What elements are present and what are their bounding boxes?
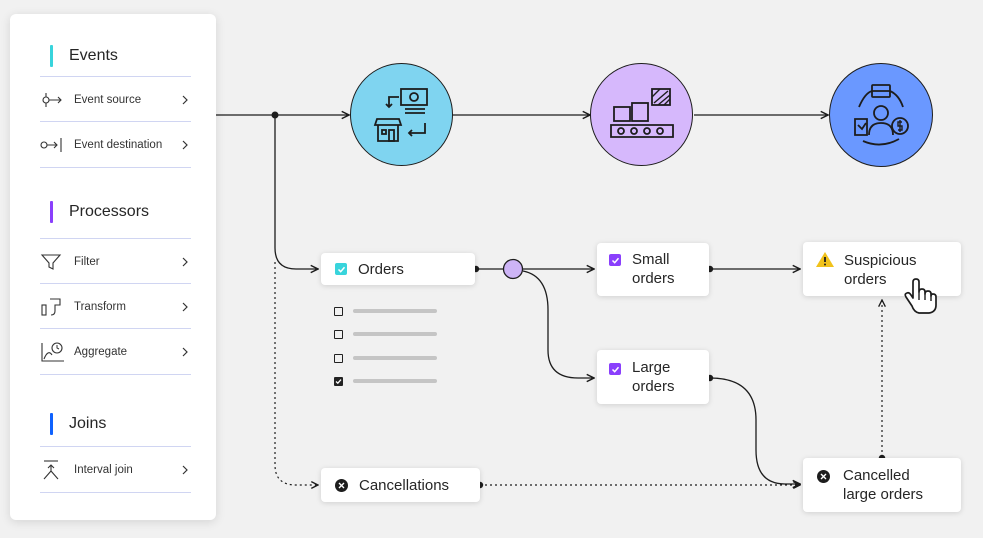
customer-payment-icon <box>854 84 909 146</box>
conveyor-packages-icon <box>609 87 674 138</box>
stage-destination-circle[interactable] <box>829 63 933 167</box>
stage-process-circle[interactable] <box>590 63 693 166</box>
section-accent <box>50 413 53 435</box>
section-title: Joins <box>69 415 107 432</box>
node-large-orders[interactable]: Large orders <box>597 350 709 404</box>
placeholder-line <box>353 332 437 336</box>
section-joins: Joins <box>50 412 106 436</box>
orders-checklist-row <box>334 328 437 340</box>
node-cancelled-large-orders[interactable]: Cancelled large orders <box>803 458 961 512</box>
store-exchange-icon <box>373 87 428 142</box>
node-label: Large orders <box>632 359 675 395</box>
checkbox-checked-icon <box>335 263 347 275</box>
palette-item-label: Event destination <box>74 138 163 151</box>
checkbox-checked-icon <box>334 376 343 386</box>
placeholder-line <box>353 356 437 360</box>
section-title: Events <box>69 47 118 64</box>
close-circle-icon <box>817 470 830 483</box>
transform-icon <box>40 295 70 319</box>
chevron-right-icon <box>179 463 191 477</box>
join-point[interactable] <box>502 258 524 280</box>
node-label: Suspicious orders <box>844 252 917 288</box>
palette-item-event-destination[interactable]: Event destination <box>40 121 191 168</box>
palette-item-label: Filter <box>74 255 100 268</box>
orders-checklist-row <box>334 305 437 317</box>
node-label: Cancelled large orders <box>843 467 924 503</box>
orders-checklist-row <box>334 375 437 387</box>
checkbox-checked-icon <box>609 363 621 375</box>
close-circle-icon <box>335 478 348 492</box>
palette-item-label: Interval join <box>74 463 133 476</box>
interval-join-icon <box>40 458 70 482</box>
chevron-right-icon <box>179 345 191 359</box>
event-destination-icon <box>40 133 70 157</box>
aggregate-icon <box>40 340 70 364</box>
checkbox-icon <box>334 306 343 316</box>
checkbox-icon <box>334 329 343 339</box>
checkbox-checked-icon <box>609 254 621 266</box>
palette-item-label: Transform <box>74 300 126 313</box>
edge-to-cancellations <box>274 262 318 485</box>
placeholder-line <box>353 309 437 313</box>
hand-pointer-icon <box>900 276 940 321</box>
palette-item-aggregate[interactable]: Aggregate <box>40 328 191 375</box>
chevron-right-icon <box>179 255 191 269</box>
chevron-right-icon <box>179 93 191 107</box>
section-accent <box>50 201 53 223</box>
component-palette: Events Event source Event destination Pr… <box>10 14 216 520</box>
node-small-orders[interactable]: Small orders <box>597 243 709 296</box>
palette-item-filter[interactable]: Filter <box>40 238 191 284</box>
warning-icon <box>815 251 835 268</box>
palette-item-label: Aggregate <box>74 345 128 358</box>
section-events: Events <box>50 44 118 68</box>
section-title: Processors <box>69 203 150 220</box>
node-label: Small orders <box>632 251 675 287</box>
node-cancellations[interactable]: Cancellations <box>321 468 480 502</box>
edge-join-to-large <box>522 270 594 378</box>
filter-icon <box>40 250 70 274</box>
event-source-icon <box>40 88 70 112</box>
chevron-right-icon <box>179 138 191 152</box>
edge-to-orders <box>274 115 318 269</box>
edge-large-to-cancelled <box>709 377 800 484</box>
checkbox-icon <box>334 353 343 363</box>
palette-item-label: Event source <box>74 93 142 106</box>
node-label: Cancellations <box>359 476 450 494</box>
palette-item-interval-join[interactable]: Interval join <box>40 446 191 493</box>
node-suspicious-orders[interactable]: Suspicious orders <box>803 242 961 296</box>
node-label: Orders <box>358 260 404 278</box>
orders-checklist-row <box>334 352 437 364</box>
section-processors: Processors <box>50 200 149 224</box>
placeholder-line <box>353 379 437 383</box>
section-accent <box>50 45 53 67</box>
stage-source-circle[interactable] <box>350 63 453 166</box>
palette-item-event-source[interactable]: Event source <box>40 76 191 122</box>
branch-dot <box>271 111 279 119</box>
node-orders[interactable]: Orders <box>321 253 475 285</box>
chevron-right-icon <box>179 300 191 314</box>
palette-item-transform[interactable]: Transform <box>40 283 191 329</box>
